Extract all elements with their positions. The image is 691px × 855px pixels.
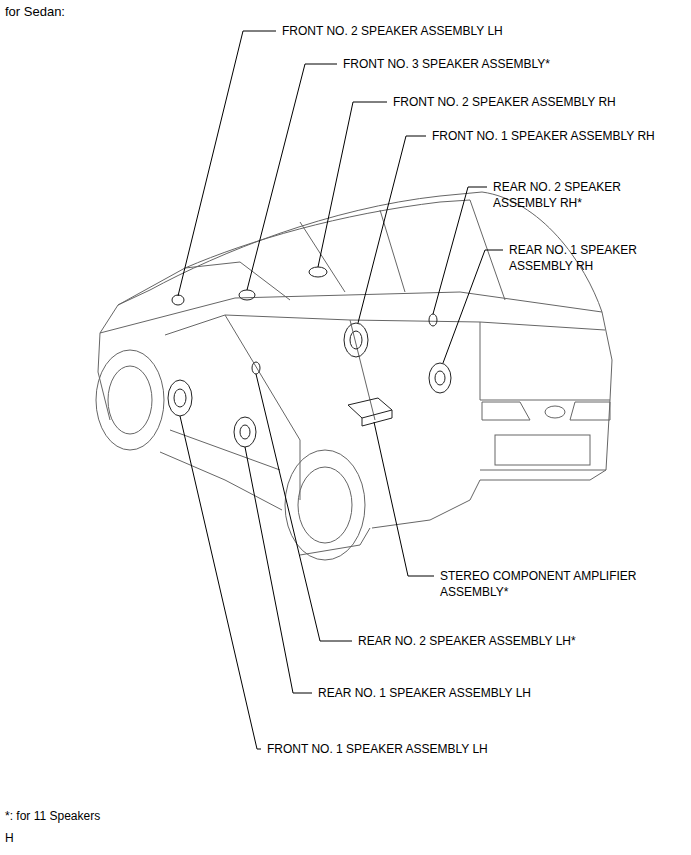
part-name: FRONT NO. 1 SPEAKER ASSEMBLY RH bbox=[432, 128, 655, 144]
part-name: FRONT NO. 2 SPEAKER ASSEMBLY LH bbox=[282, 23, 503, 39]
part-name: REAR NO. 1 SPEAKER ASSEMBLY RH bbox=[509, 242, 639, 274]
note: *: for 11 Speakers bbox=[5, 808, 100, 824]
part-name: STEREO COMPONENT AMPLIFIER ASSEMBLY* bbox=[440, 568, 640, 600]
part-name: FRONT NO. 2 SPEAKER ASSEMBLY RH bbox=[393, 94, 616, 110]
part-name: FRONT NO. 3 SPEAKER ASSEMBLY* bbox=[343, 56, 550, 72]
note: H bbox=[5, 830, 14, 846]
wheel bbox=[96, 350, 365, 560]
part-name: REAR NO. 1 SPEAKER ASSEMBLY LH bbox=[318, 685, 531, 701]
car-rear bbox=[480, 402, 610, 470]
diagram-title: for Sedan: bbox=[5, 4, 65, 20]
amplifier-symbol bbox=[348, 398, 392, 426]
part-name: FRONT NO. 1 SPEAKER ASSEMBLY LH bbox=[267, 741, 488, 757]
part-name: REAR NO. 2 SPEAKER ASSEMBLY LH* bbox=[358, 633, 576, 649]
speaker-symbol bbox=[168, 267, 451, 447]
part-name: REAR NO. 2 SPEAKER ASSEMBLY RH* bbox=[493, 179, 623, 211]
